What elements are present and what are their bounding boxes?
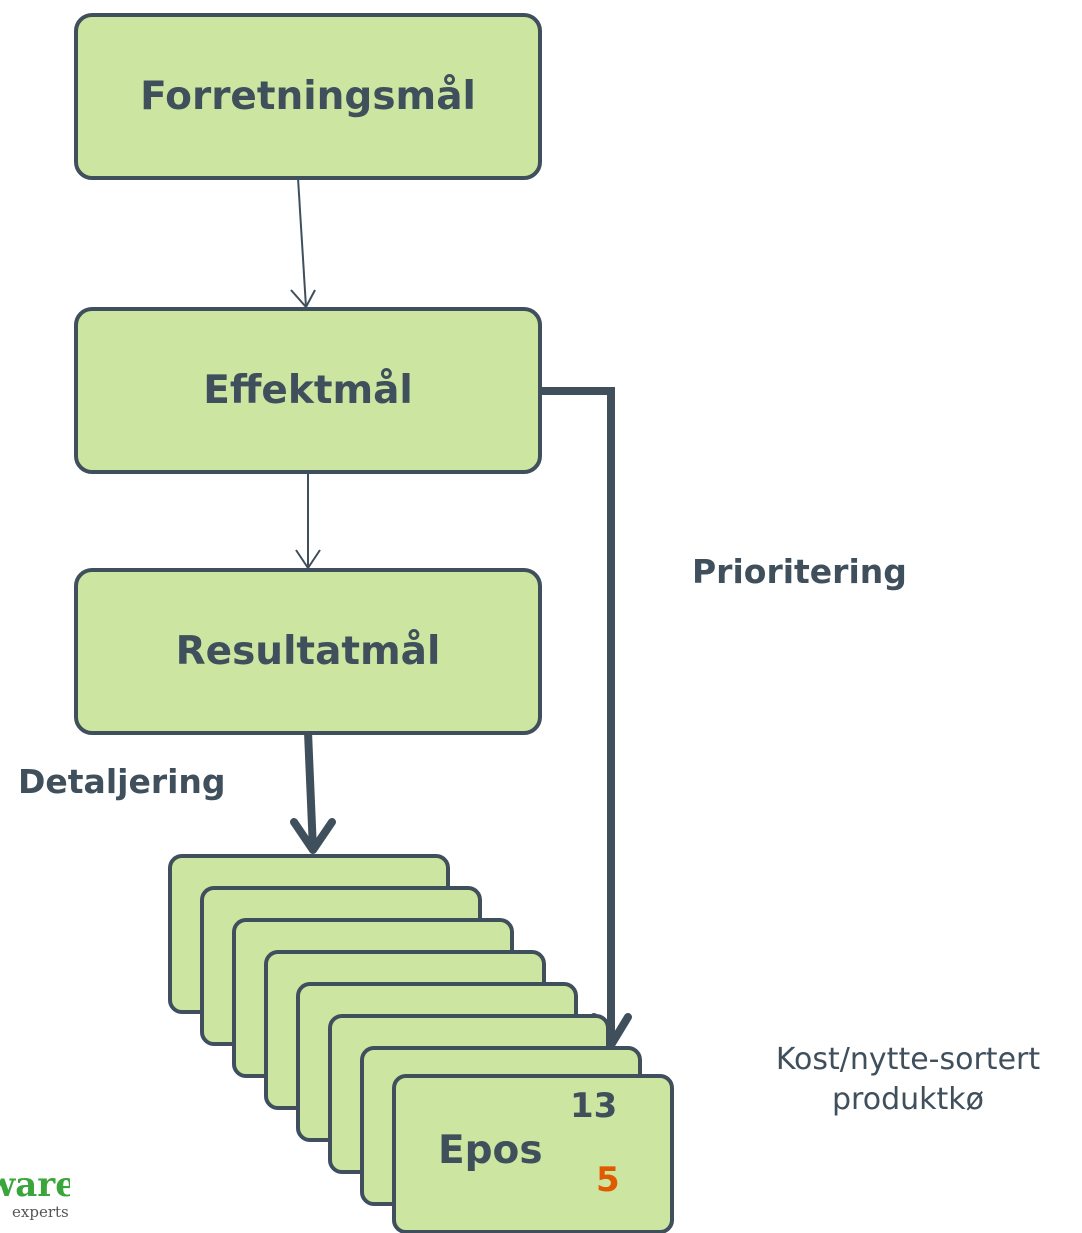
box-business-goal: Forretningsmål [74,13,542,180]
epic-card-value-bottom: 5 [596,1160,620,1200]
connector-prioritization [540,387,615,1045]
arrowhead-effect [290,289,316,309]
connector-detailing [304,731,317,851]
box-result-goal: Resultatmål [74,568,542,735]
epic-card-title: Epos [438,1128,543,1173]
queue-label: Kost/nytte-sortert produktkø [738,1040,1078,1120]
logo-main-text: ware [0,1165,70,1205]
connector-business-to-effect [297,177,307,308]
arrowhead-detailing [290,818,336,854]
queue-label-line1: Kost/nytte-sortert [775,1042,1041,1077]
company-logo: ware experts [0,1165,70,1225]
box-effect-goal: Effektmål [74,307,542,474]
label-prioritization: Prioritering [692,552,907,591]
label-detailing: Detaljering [18,762,226,801]
logo-sub-text: experts [12,1203,69,1221]
box-business-goal-label: Forretningsmål [140,74,476,119]
epic-card-value-top: 13 [570,1086,618,1126]
queue-label-line2: produktkø [832,1082,984,1117]
box-result-goal-label: Resultatmål [175,629,441,674]
box-effect-goal-label: Effektmål [203,368,413,413]
epic-card-front: Epos 13 5 [392,1074,674,1233]
